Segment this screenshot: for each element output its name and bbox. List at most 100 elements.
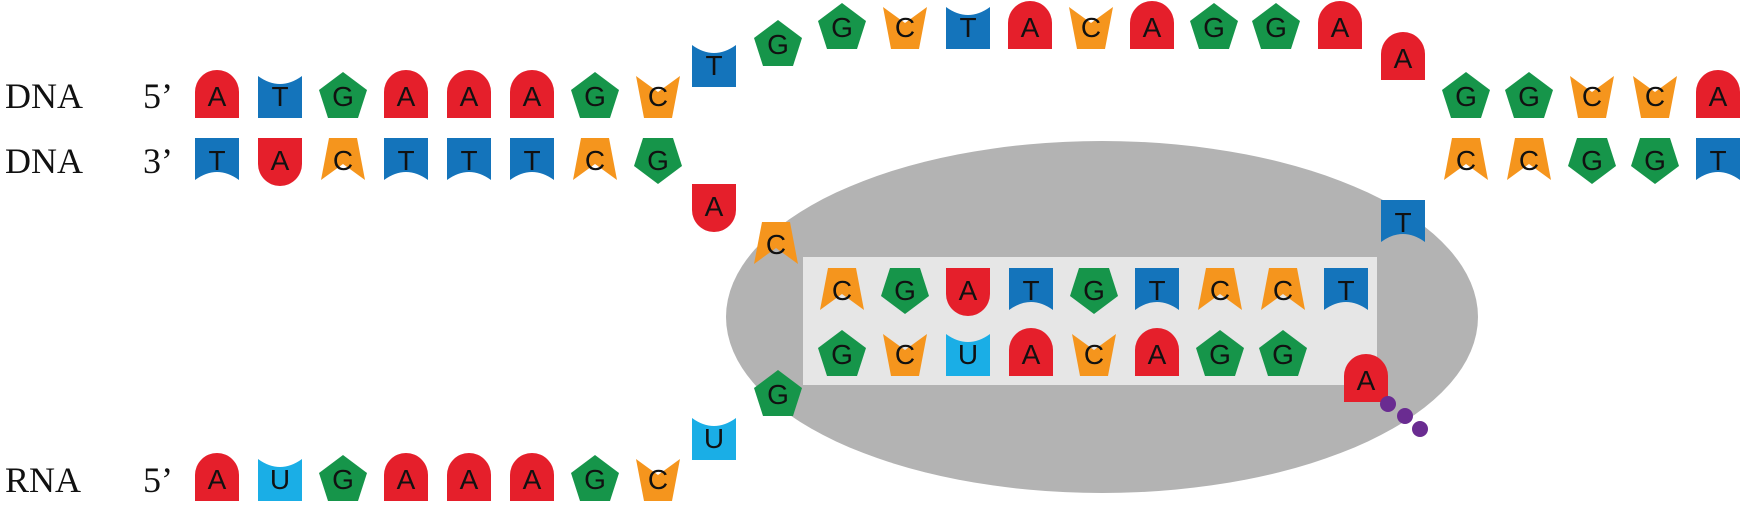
- adenine-base: A: [1381, 32, 1425, 80]
- cytosine-base: C: [1261, 268, 1305, 310]
- thymine-letter: T: [705, 50, 722, 81]
- adenine-shape: [510, 70, 554, 118]
- cytosine-letter: C: [1081, 12, 1101, 43]
- guanine-shape: [1442, 72, 1490, 118]
- adenine-base: A: [1130, 1, 1174, 49]
- adenine-base: A: [384, 453, 428, 501]
- guanine-base: G: [319, 72, 367, 118]
- thymine-shape: [447, 138, 491, 180]
- adenine-letter: A: [397, 81, 416, 112]
- thymine-shape: [195, 138, 239, 180]
- adenine-base: A: [1344, 354, 1388, 402]
- cytosine-letter: C: [1273, 275, 1293, 306]
- cytosine-base: C: [820, 268, 864, 310]
- guanine-letter: G: [767, 379, 789, 410]
- guanine-base: G: [634, 138, 682, 184]
- thymine-base: T: [258, 76, 302, 118]
- uracil-base: U: [946, 334, 990, 376]
- cytosine-letter: C: [1456, 145, 1476, 176]
- dna-template-label: DNA: [5, 141, 83, 181]
- adenine-letter: A: [208, 81, 227, 112]
- thymine-letter: T: [1709, 145, 1726, 176]
- adenine-shape: [1008, 1, 1052, 49]
- adenine-letter: A: [1143, 12, 1162, 43]
- cytosine-shape: [1633, 76, 1677, 118]
- thymine-base: T: [692, 45, 736, 87]
- adenine-shape: [1696, 70, 1740, 118]
- guanine-shape: [1568, 138, 1616, 184]
- adenine-base: A: [447, 70, 491, 118]
- adenine-base: A: [195, 70, 239, 118]
- uracil-shape: [946, 334, 990, 376]
- adenine-shape: [510, 453, 554, 501]
- adenine-shape: [447, 70, 491, 118]
- adenine-base: A: [692, 184, 736, 232]
- guanine-shape: [634, 138, 682, 184]
- cytosine-base: C: [1072, 334, 1116, 376]
- thymine-base: T: [1381, 200, 1425, 242]
- adenine-base: A: [195, 453, 239, 501]
- guanine-shape: [1070, 268, 1118, 314]
- adenine-letter: A: [397, 464, 416, 495]
- guanine-letter: G: [1644, 145, 1666, 176]
- adenine-shape: [1130, 1, 1174, 49]
- guanine-shape: [1505, 72, 1553, 118]
- thymine-base: T: [1696, 138, 1740, 180]
- thymine-shape: [384, 138, 428, 180]
- thymine-base: T: [1135, 268, 1179, 310]
- cytosine-shape: [1072, 334, 1116, 376]
- cytosine-shape: [1261, 268, 1305, 310]
- guanine-base: G: [1190, 3, 1238, 49]
- guanine-shape: [881, 268, 929, 314]
- cytosine-letter: C: [1645, 81, 1665, 112]
- guanine-base: G: [319, 455, 367, 501]
- adenine-shape: [692, 184, 736, 232]
- guanine-shape: [319, 455, 367, 501]
- thymine-base: T: [447, 138, 491, 180]
- thymine-base: T: [946, 7, 990, 49]
- guanine-letter: G: [1581, 145, 1603, 176]
- adenine-shape: [384, 453, 428, 501]
- adenine-letter: A: [460, 464, 479, 495]
- adenine-letter: A: [1357, 365, 1376, 396]
- uracil-letter: U: [704, 423, 724, 454]
- triphosphate-dot: [1380, 396, 1396, 412]
- guanine-letter: G: [831, 339, 853, 370]
- guanine-base: G: [881, 268, 929, 314]
- adenine-shape: [946, 268, 990, 316]
- adenine-shape: [447, 453, 491, 501]
- cytosine-base: C: [636, 459, 680, 501]
- thymine-shape: [1135, 268, 1179, 310]
- guanine-base: G: [571, 72, 619, 118]
- cytosine-letter: C: [895, 12, 915, 43]
- cytosine-shape: [573, 138, 617, 180]
- uracil-shape: [692, 418, 736, 460]
- cytosine-base: C: [883, 334, 927, 376]
- adenine-letter: A: [959, 275, 978, 306]
- adenine-letter: A: [208, 464, 227, 495]
- adenine-shape: [195, 70, 239, 118]
- adenine-base: A: [447, 453, 491, 501]
- thymine-letter: T: [208, 145, 225, 176]
- thymine-base: T: [1009, 268, 1053, 310]
- thymine-base: T: [195, 138, 239, 180]
- thymine-letter: T: [271, 81, 288, 112]
- cytosine-letter: C: [1084, 339, 1104, 370]
- guanine-letter: G: [584, 81, 606, 112]
- guanine-letter: G: [647, 145, 669, 176]
- adenine-shape: [1135, 328, 1179, 376]
- adenine-letter: A: [271, 145, 290, 176]
- adenine-shape: [195, 453, 239, 501]
- adenine-letter: A: [705, 191, 724, 222]
- cytosine-base: C: [1444, 138, 1488, 180]
- cytosine-shape: [636, 76, 680, 118]
- cytosine-letter: C: [648, 464, 668, 495]
- cytosine-shape: [754, 222, 798, 264]
- dna-coding-five-prime-label: 5’: [143, 76, 173, 116]
- adenine-letter: A: [460, 81, 479, 112]
- adenine-base: A: [510, 70, 554, 118]
- cytosine-letter: C: [766, 229, 786, 260]
- guanine-base: G: [571, 455, 619, 501]
